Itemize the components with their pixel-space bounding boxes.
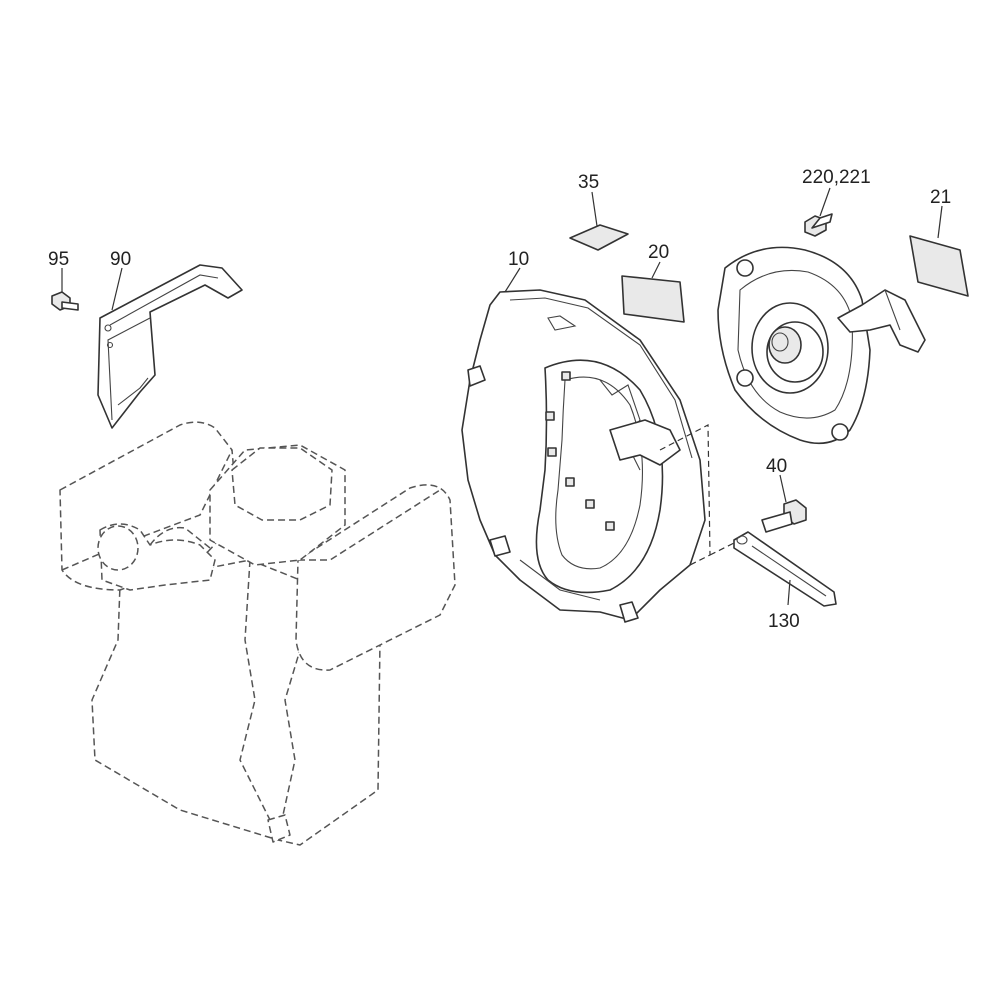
part-40-bolt bbox=[761, 499, 807, 533]
callout-20: 20 bbox=[648, 242, 669, 263]
callout-90: 90 bbox=[110, 249, 131, 270]
callout-35: 35 bbox=[578, 172, 599, 193]
callout-40: 40 bbox=[766, 456, 787, 477]
callout-95: 95 bbox=[48, 249, 69, 270]
leader-lines bbox=[61, 187, 943, 606]
engine-ghost-outline bbox=[59, 421, 456, 846]
callout-labels: 95 90 10 35 20 220,221 21 40 130 bbox=[48, 167, 951, 632]
callout-10: 10 bbox=[508, 249, 529, 270]
part-95-bolt bbox=[51, 291, 79, 311]
part-21-label bbox=[909, 235, 969, 297]
part-35-label bbox=[569, 224, 629, 251]
part-90-bracket-cover bbox=[97, 264, 243, 429]
part-220-221-bolt bbox=[804, 213, 833, 237]
part-10-blower-housing bbox=[461, 289, 706, 623]
part-130-strap bbox=[733, 531, 837, 607]
recoil-starter-assembly bbox=[717, 246, 926, 445]
callout-220-221: 220,221 bbox=[802, 167, 871, 188]
part-20-label bbox=[621, 275, 685, 323]
callout-130: 130 bbox=[768, 611, 800, 632]
callout-21: 21 bbox=[930, 187, 951, 208]
